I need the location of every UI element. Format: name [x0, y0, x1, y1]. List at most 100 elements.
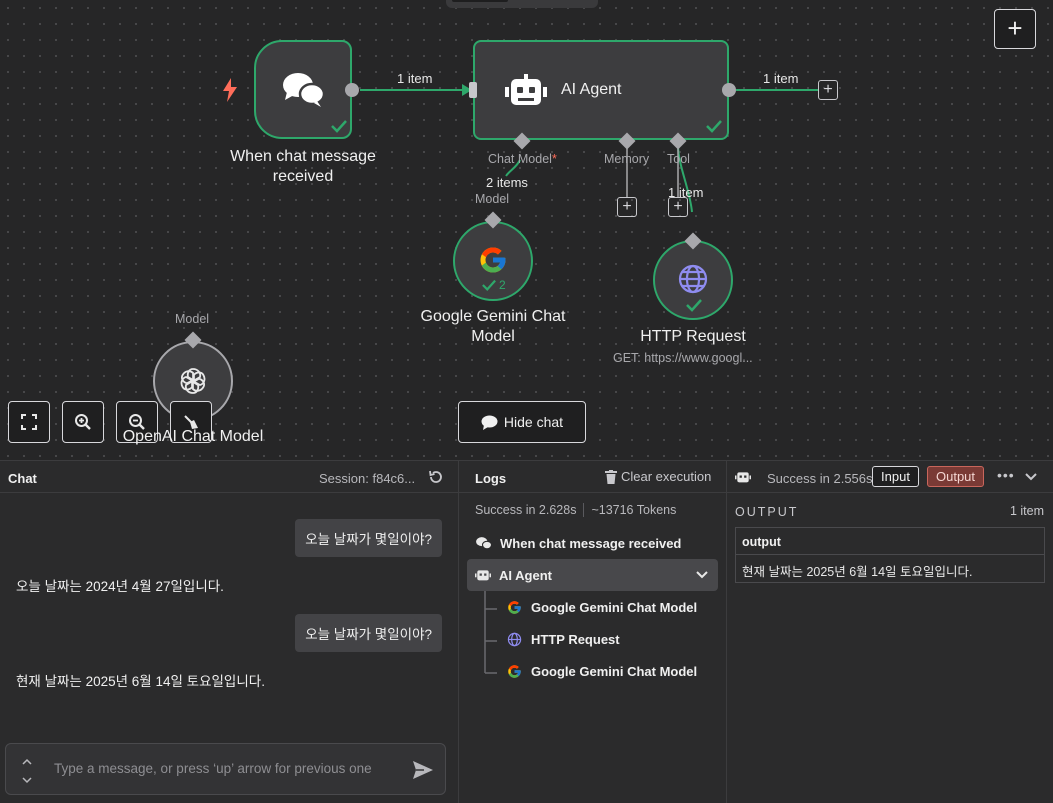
http-request-node[interactable] [653, 240, 733, 320]
agent-input-handle[interactable] [469, 82, 477, 98]
chat-panel: Chat Session: f84c6... 오늘 날짜가 몇일이야? 오늘 날… [0, 461, 458, 803]
chat-bubbles-icon [283, 73, 326, 107]
add-next-node-button[interactable]: + [818, 80, 838, 100]
log-item[interactable]: When chat message received [467, 527, 718, 559]
bottom-panel: Chat Session: f84c6... 오늘 날짜가 몇일이야? 오늘 날… [0, 460, 1053, 803]
chat-model-connection-count: 2 items [486, 175, 528, 190]
log-item-label: AI Agent [499, 567, 552, 583]
summary-separator [583, 503, 585, 517]
input-tab[interactable]: Input [872, 466, 919, 487]
chat-panel-header: Chat Session: f84c6... [0, 461, 458, 493]
chat-model-port-label: Chat Model* [488, 152, 557, 166]
log-item-label: HTTP Request [531, 631, 620, 647]
reset-session-icon[interactable] [428, 469, 444, 485]
ai-agent-node[interactable]: AI Agent [473, 40, 729, 140]
google-gemini-node[interactable]: 2 [453, 221, 533, 301]
logs-tokens: ~13716 Tokens [591, 503, 677, 517]
google-icon [508, 600, 521, 614]
logs-panel: Logs Clear execution Success in 2.628s ~… [459, 461, 726, 803]
add-tool-button[interactable]: + [668, 197, 688, 217]
trash-icon [605, 469, 617, 484]
memory-port-label: Memory [604, 152, 650, 166]
chat-title: Chat [8, 471, 37, 486]
canvas-top-tab[interactable] [446, 0, 598, 8]
connections-layer [360, 84, 818, 213]
tool-connection-count: 1 item [668, 185, 704, 200]
output-item-count: 1 item [1009, 504, 1044, 518]
trigger-node[interactable] [254, 40, 352, 139]
zoom-out-button[interactable] [116, 401, 158, 443]
fit-view-button[interactable] [8, 401, 50, 443]
log-item[interactable]: Google Gemini Chat Model [507, 655, 697, 687]
lightning-icon [223, 78, 237, 102]
more-options-icon[interactable]: ••• [997, 467, 1015, 483]
robot-icon [475, 570, 491, 581]
gemini-run-count: 2 [499, 278, 506, 292]
chat-message-user: 오늘 날짜가 몇일이야? [295, 614, 442, 652]
output-header: Success in 2.556s Input Output ••• [727, 461, 1053, 493]
output-table: output 현재 날짜는 2025년 6월 14일 토요일입니다. [735, 527, 1045, 583]
chat-input-box[interactable]: Type a message, or press ‘up’ arrow for … [5, 743, 446, 795]
output-tab[interactable]: Output [927, 466, 984, 487]
tool-port-label: Tool [667, 152, 690, 166]
openai-model-port-label: Model [175, 312, 210, 326]
add-node-button[interactable]: + [994, 9, 1036, 49]
log-tree-lines [484, 591, 497, 674]
output-panel: Success in 2.556s Input Output ••• OUTPU… [727, 461, 1053, 803]
workflow-canvas[interactable]: When chat message received 1 item AI Age… [0, 0, 1053, 460]
agent-output-count: 1 item [763, 71, 799, 86]
log-item-selected[interactable]: AI Agent [467, 559, 718, 591]
success-check-icon [482, 279, 496, 291]
ai-agent-label: AI Agent [561, 81, 622, 98]
gemini-node-label: Google Gemini Chat Model [420, 308, 566, 345]
output-cell[interactable]: 현재 날짜는 2025년 6월 14일 토요일입니다. [742, 565, 973, 579]
agent-output-handle[interactable] [722, 83, 736, 97]
http-node-label: HTTP Request [640, 328, 746, 345]
panel-divider[interactable] [458, 461, 459, 803]
zoom-in-button[interactable] [62, 401, 104, 443]
log-item[interactable]: Google Gemini Chat Model [507, 591, 697, 623]
add-memory-button[interactable]: + [617, 197, 637, 217]
trigger-output-handle[interactable] [345, 83, 359, 97]
chevron-down-icon[interactable] [696, 571, 708, 579]
fit-view-icon [21, 414, 37, 430]
session-id: Session: f84c6... [319, 471, 416, 486]
chat-message-bot: 오늘 날짜는 2024년 4월 27일입니다. [16, 579, 224, 594]
trigger-node-label: When chat message received [230, 148, 376, 185]
log-item-label: Google Gemini Chat Model [531, 663, 698, 679]
openai-icon [180, 368, 206, 394]
send-icon[interactable] [412, 760, 434, 780]
http-node-subtitle: GET: https://www.googl... [613, 351, 753, 365]
output-column-header: output [736, 528, 1044, 555]
chevron-down-icon[interactable] [1025, 473, 1037, 481]
panel-divider[interactable] [726, 461, 727, 803]
chat-icon [476, 536, 493, 549]
log-item[interactable]: HTTP Request [507, 623, 620, 655]
google-icon [480, 247, 506, 273]
trigger-connection-count: 1 item [397, 71, 433, 86]
history-up-icon[interactable] [22, 758, 32, 766]
robot-icon [505, 74, 547, 105]
logs-status: Success in 2.628s [475, 503, 577, 517]
logs-summary: Success in 2.628s ~13716 Tokens [475, 503, 676, 517]
success-check-icon [331, 120, 347, 133]
output-status: Success in 2.556s [767, 471, 873, 486]
chat-message-bot: 현재 날짜는 2025년 6월 14일 토요일입니다. [16, 674, 265, 689]
clear-execution-label: Clear execution [621, 469, 712, 484]
log-item-label: When chat message received [500, 535, 682, 551]
success-check-icon [706, 120, 722, 133]
hide-chat-button[interactable]: Hide chat [458, 401, 586, 443]
broom-icon [184, 415, 198, 429]
chat-message-input[interactable]: Type a message, or press ‘up’ arrow for … [54, 761, 372, 776]
chat-icon [481, 415, 498, 430]
history-down-icon[interactable] [22, 776, 32, 784]
logs-header: Logs Clear execution [459, 461, 726, 493]
globe-icon [678, 264, 708, 294]
chat-message-user: 오늘 날짜가 몇일이야? [295, 519, 442, 557]
zoom-in-icon [75, 414, 91, 430]
logs-title: Logs [475, 471, 507, 486]
clear-execution-button[interactable]: Clear execution [605, 469, 711, 484]
plus-icon: + [1007, 13, 1023, 43]
tidy-up-button[interactable] [170, 401, 212, 443]
success-check-icon [686, 299, 702, 312]
